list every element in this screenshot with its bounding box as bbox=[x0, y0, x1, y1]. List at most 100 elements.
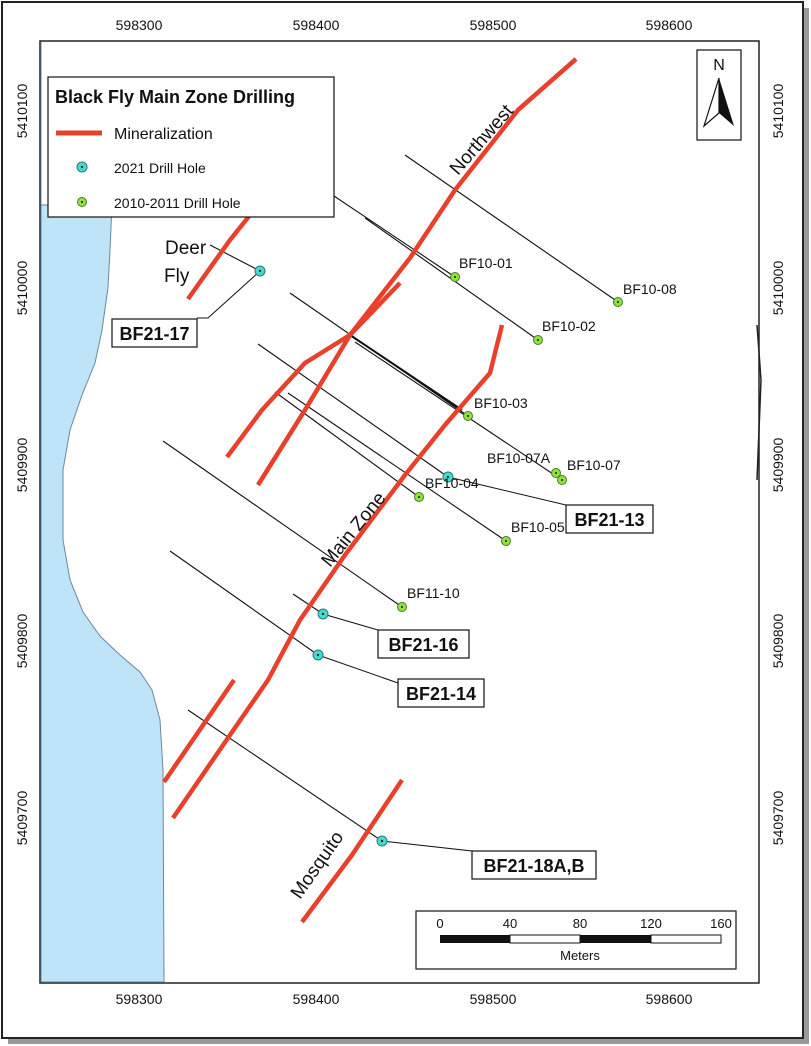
trace-bf21-16 bbox=[292, 593, 324, 615]
mineralization-main-zone bbox=[171, 324, 505, 820]
collar-dot bbox=[466, 414, 470, 418]
scale-bar: 0 40 80 120 160 Meters bbox=[415, 910, 737, 970]
y-tick-left-5410000: 5410000 bbox=[14, 261, 30, 316]
y-tick-right-5410100: 5410100 bbox=[770, 84, 786, 139]
callout-label: BF21-16 bbox=[388, 635, 458, 655]
collar-dot bbox=[380, 839, 384, 843]
collar-dot bbox=[536, 338, 540, 342]
label-bf10-02: BF10-02 bbox=[542, 318, 596, 334]
label-bf10-04: BF10-04 bbox=[425, 475, 479, 491]
scale-unit: Meters bbox=[560, 948, 600, 963]
collar-dot bbox=[504, 539, 508, 543]
trace-bf10-04 bbox=[274, 391, 420, 498]
y-ticks-right: 5410100 5410000 5409900 5409800 5409700 bbox=[770, 84, 786, 846]
label-bf10-03: BF10-03 bbox=[474, 395, 528, 411]
drill-holes-2021 bbox=[254, 265, 454, 847]
trace-bf10-08 bbox=[404, 154, 619, 303]
legend-2021-label: 2021 Drill Hole bbox=[114, 160, 206, 176]
drill-holes-2021-centers bbox=[258, 269, 450, 843]
collar-dot bbox=[446, 475, 450, 479]
scale-tick-40: 40 bbox=[503, 916, 517, 931]
trace-bf21-18 bbox=[187, 709, 383, 842]
x-ticks-bottom: 598300 598400 598500 598600 bbox=[116, 991, 693, 1007]
scale-segment bbox=[509, 934, 581, 944]
callouts: BF21-17 BF21-13 BF21-16 BF21-14 BF21-18A… bbox=[111, 318, 654, 880]
collar-dot bbox=[417, 495, 421, 499]
y-tick-right-5409700: 5409700 bbox=[770, 791, 786, 846]
north-label: N bbox=[713, 57, 725, 74]
y-tick-right-5409800: 5409800 bbox=[770, 614, 786, 669]
trace-bf21-17 bbox=[209, 244, 261, 272]
y-tick-left-5409700: 5409700 bbox=[14, 791, 30, 846]
mineralization-southwest bbox=[162, 678, 236, 784]
y-tick-right-5410000: 5410000 bbox=[770, 261, 786, 316]
scale-segment bbox=[440, 935, 510, 943]
legend-box bbox=[47, 76, 335, 218]
callout-bf21-18[interactable]: BF21-18A,B bbox=[471, 850, 597, 880]
water-body bbox=[40, 42, 165, 983]
y-tick-right-5409900: 5409900 bbox=[770, 438, 786, 493]
legend: Black Fly Main Zone Drilling Mineralizat… bbox=[47, 76, 335, 218]
north-arrow-icon bbox=[719, 78, 734, 126]
label-bf10-07a: BF10-07A bbox=[487, 450, 551, 466]
callout-bf21-17[interactable]: BF21-17 bbox=[111, 318, 198, 348]
trace-bf21-14 bbox=[169, 550, 319, 656]
legend-title: Black Fly Main Zone Drilling bbox=[55, 87, 295, 107]
collar-dot bbox=[616, 300, 620, 304]
drill-holes-2010 bbox=[397, 272, 623, 612]
callout-bf21-13[interactable]: BF21-13 bbox=[565, 504, 654, 534]
x-tick-bottom-598500: 598500 bbox=[470, 991, 517, 1007]
zone-label-fly: Fly bbox=[164, 266, 190, 287]
x-ticks-top: 598300 598400 598500 598600 bbox=[116, 17, 693, 33]
collar-dot bbox=[321, 612, 325, 616]
trace-bf10-03b bbox=[349, 334, 463, 411]
mineralization-zones bbox=[162, 57, 578, 924]
collar-dot bbox=[554, 471, 558, 475]
callout-bf21-14[interactable]: BF21-14 bbox=[397, 678, 485, 708]
north-arrow-left-half bbox=[702, 77, 720, 128]
legend-2010-label: 2010-2011 Drill Hole bbox=[114, 195, 241, 211]
scale-tick-160: 160 bbox=[710, 916, 732, 931]
callout-box bbox=[397, 678, 485, 708]
trace-bf11-10 bbox=[162, 440, 403, 608]
y-tick-left-5410100: 5410100 bbox=[14, 84, 30, 139]
east-edge-marker bbox=[756, 324, 762, 481]
mineralization-spur-west bbox=[225, 281, 402, 459]
callout-label: BF21-13 bbox=[574, 510, 644, 530]
legend-2021-dot bbox=[80, 165, 84, 169]
x-tick-bottom-598300: 598300 bbox=[116, 991, 163, 1007]
scale-segment bbox=[650, 934, 722, 944]
y-tick-left-5409800: 5409800 bbox=[14, 614, 30, 669]
x-tick-top-598600: 598600 bbox=[646, 17, 693, 33]
trace-bf10-05 bbox=[287, 392, 507, 542]
label-bf10-07: BF10-07 bbox=[567, 457, 621, 473]
label-bf10-05: BF10-05 bbox=[511, 519, 565, 535]
callout-label: BF21-17 bbox=[119, 324, 189, 344]
scale-ticks: 0 40 80 120 160 bbox=[436, 916, 731, 931]
label-bf11-10: BF11-10 bbox=[407, 585, 460, 601]
y-ticks-left: 5410100 5410000 5409900 5409800 5409700 bbox=[14, 84, 30, 846]
zone-label-deer: Deer bbox=[165, 238, 207, 259]
collar-dot bbox=[258, 269, 262, 273]
collar-dot bbox=[453, 275, 457, 279]
scale-tick-0: 0 bbox=[436, 916, 443, 931]
callout-label: BF21-18A,B bbox=[483, 856, 584, 876]
mineralization-northwest bbox=[256, 57, 578, 487]
legend-2010-dot bbox=[80, 200, 84, 204]
hole-labels: BF10-01 BF10-08 BF10-02 BF10-03 BF10-07A… bbox=[407, 255, 677, 601]
collar-dot bbox=[400, 605, 404, 609]
x-tick-top-598300: 598300 bbox=[116, 17, 163, 33]
drill-holes-2010-centers bbox=[400, 275, 620, 609]
scale-segment bbox=[580, 935, 651, 943]
callout-box bbox=[377, 629, 470, 659]
label-bf10-08: BF10-08 bbox=[623, 281, 677, 297]
x-tick-bottom-598400: 598400 bbox=[293, 991, 340, 1007]
x-tick-top-598400: 598400 bbox=[293, 17, 340, 33]
callout-box bbox=[111, 318, 198, 348]
y-tick-left-5409900: 5409900 bbox=[14, 438, 30, 493]
x-tick-top-598500: 598500 bbox=[470, 17, 517, 33]
callout-bf21-16[interactable]: BF21-16 bbox=[377, 629, 470, 659]
callout-label: BF21-14 bbox=[406, 684, 476, 704]
scale-tick-80: 80 bbox=[573, 916, 587, 931]
